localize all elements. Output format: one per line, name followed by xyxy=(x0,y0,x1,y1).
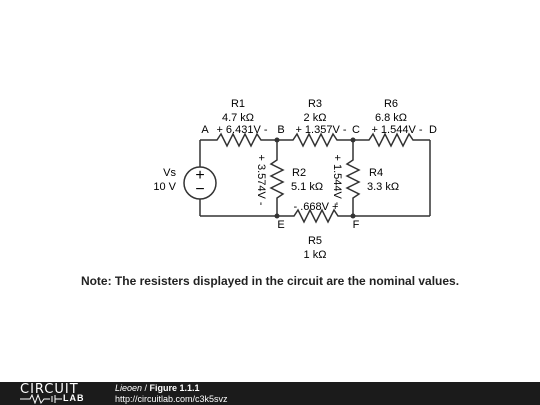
r2-value: 5.1 kΩ xyxy=(291,181,323,193)
source-name: Vs xyxy=(163,167,176,179)
figure-title-line: Lieoen / Figure 1.1.1 xyxy=(115,383,228,394)
junction-e xyxy=(274,213,280,219)
resistor-r2-shape xyxy=(269,140,285,216)
author-link[interactable]: Lieoen xyxy=(115,383,143,393)
voltage-source-symbol xyxy=(183,166,217,200)
wire-top xyxy=(200,132,430,148)
footer-bar: CIRCUIT LAB Lieoen / Figure 1.1.1 http:/… xyxy=(0,382,540,405)
r3-value: 2 kΩ xyxy=(304,112,327,124)
node-b: B xyxy=(277,124,284,136)
title-separator: / xyxy=(142,383,150,393)
figure-title: Figure 1.1.1 xyxy=(149,383,200,393)
source-minus: − xyxy=(195,181,204,198)
junction-c xyxy=(350,137,356,143)
r6-value: 6.8 kΩ xyxy=(375,112,407,124)
node-d: D xyxy=(429,124,437,136)
r1-value: 4.7 kΩ xyxy=(222,112,254,124)
r4-value: 3.3 kΩ xyxy=(367,181,399,193)
junction-b xyxy=(274,137,280,143)
r5-voltage: - .668V + xyxy=(294,201,339,213)
r3-name: R3 xyxy=(308,98,322,110)
node-f: F xyxy=(353,219,360,231)
note-text: Note: The resisters displayed in the cir… xyxy=(80,274,460,288)
wire-bottom xyxy=(200,208,430,224)
r4-voltage: + 1.544V - xyxy=(331,154,343,205)
r1-name: R1 xyxy=(231,98,245,110)
r6-name: R6 xyxy=(384,98,398,110)
node-e: E xyxy=(277,219,284,231)
logo-bottom-row: LAB xyxy=(20,393,100,404)
r3-voltage: + 1.357V - xyxy=(295,124,346,136)
logo-text-circuit: CIRCUIT xyxy=(20,382,79,397)
r5-value: 1 kΩ xyxy=(304,249,327,261)
circuit-schematic: + − Vs 10 V R1 4.7 kΩ R3 2 kΩ R6 6.8 kΩ … xyxy=(153,98,437,261)
r6-voltage: + 1.544V - xyxy=(371,124,422,136)
figure-meta: Lieoen / Figure 1.1.1 http://circuitlab.… xyxy=(115,383,228,405)
r4-name: R4 xyxy=(369,167,383,179)
circuitlab-logo: CIRCUIT LAB xyxy=(20,383,100,405)
logo-text-lab: LAB xyxy=(63,393,85,403)
wires xyxy=(199,132,431,224)
r2-voltage: + 3.574V - xyxy=(255,154,267,205)
resistor-r4-shape xyxy=(345,140,361,216)
r1-voltage: + 6.431V - xyxy=(216,124,267,136)
node-c: C xyxy=(352,124,360,136)
junction-f xyxy=(350,213,356,219)
logo-resistor-icon xyxy=(20,394,62,404)
source-plus: + xyxy=(195,167,204,184)
r5-name: R5 xyxy=(308,235,322,247)
r2-name: R2 xyxy=(292,167,306,179)
figure-url[interactable]: http://circuitlab.com/c3k5svz xyxy=(115,394,228,404)
source-value: 10 V xyxy=(153,181,176,193)
node-a: A xyxy=(201,124,209,136)
